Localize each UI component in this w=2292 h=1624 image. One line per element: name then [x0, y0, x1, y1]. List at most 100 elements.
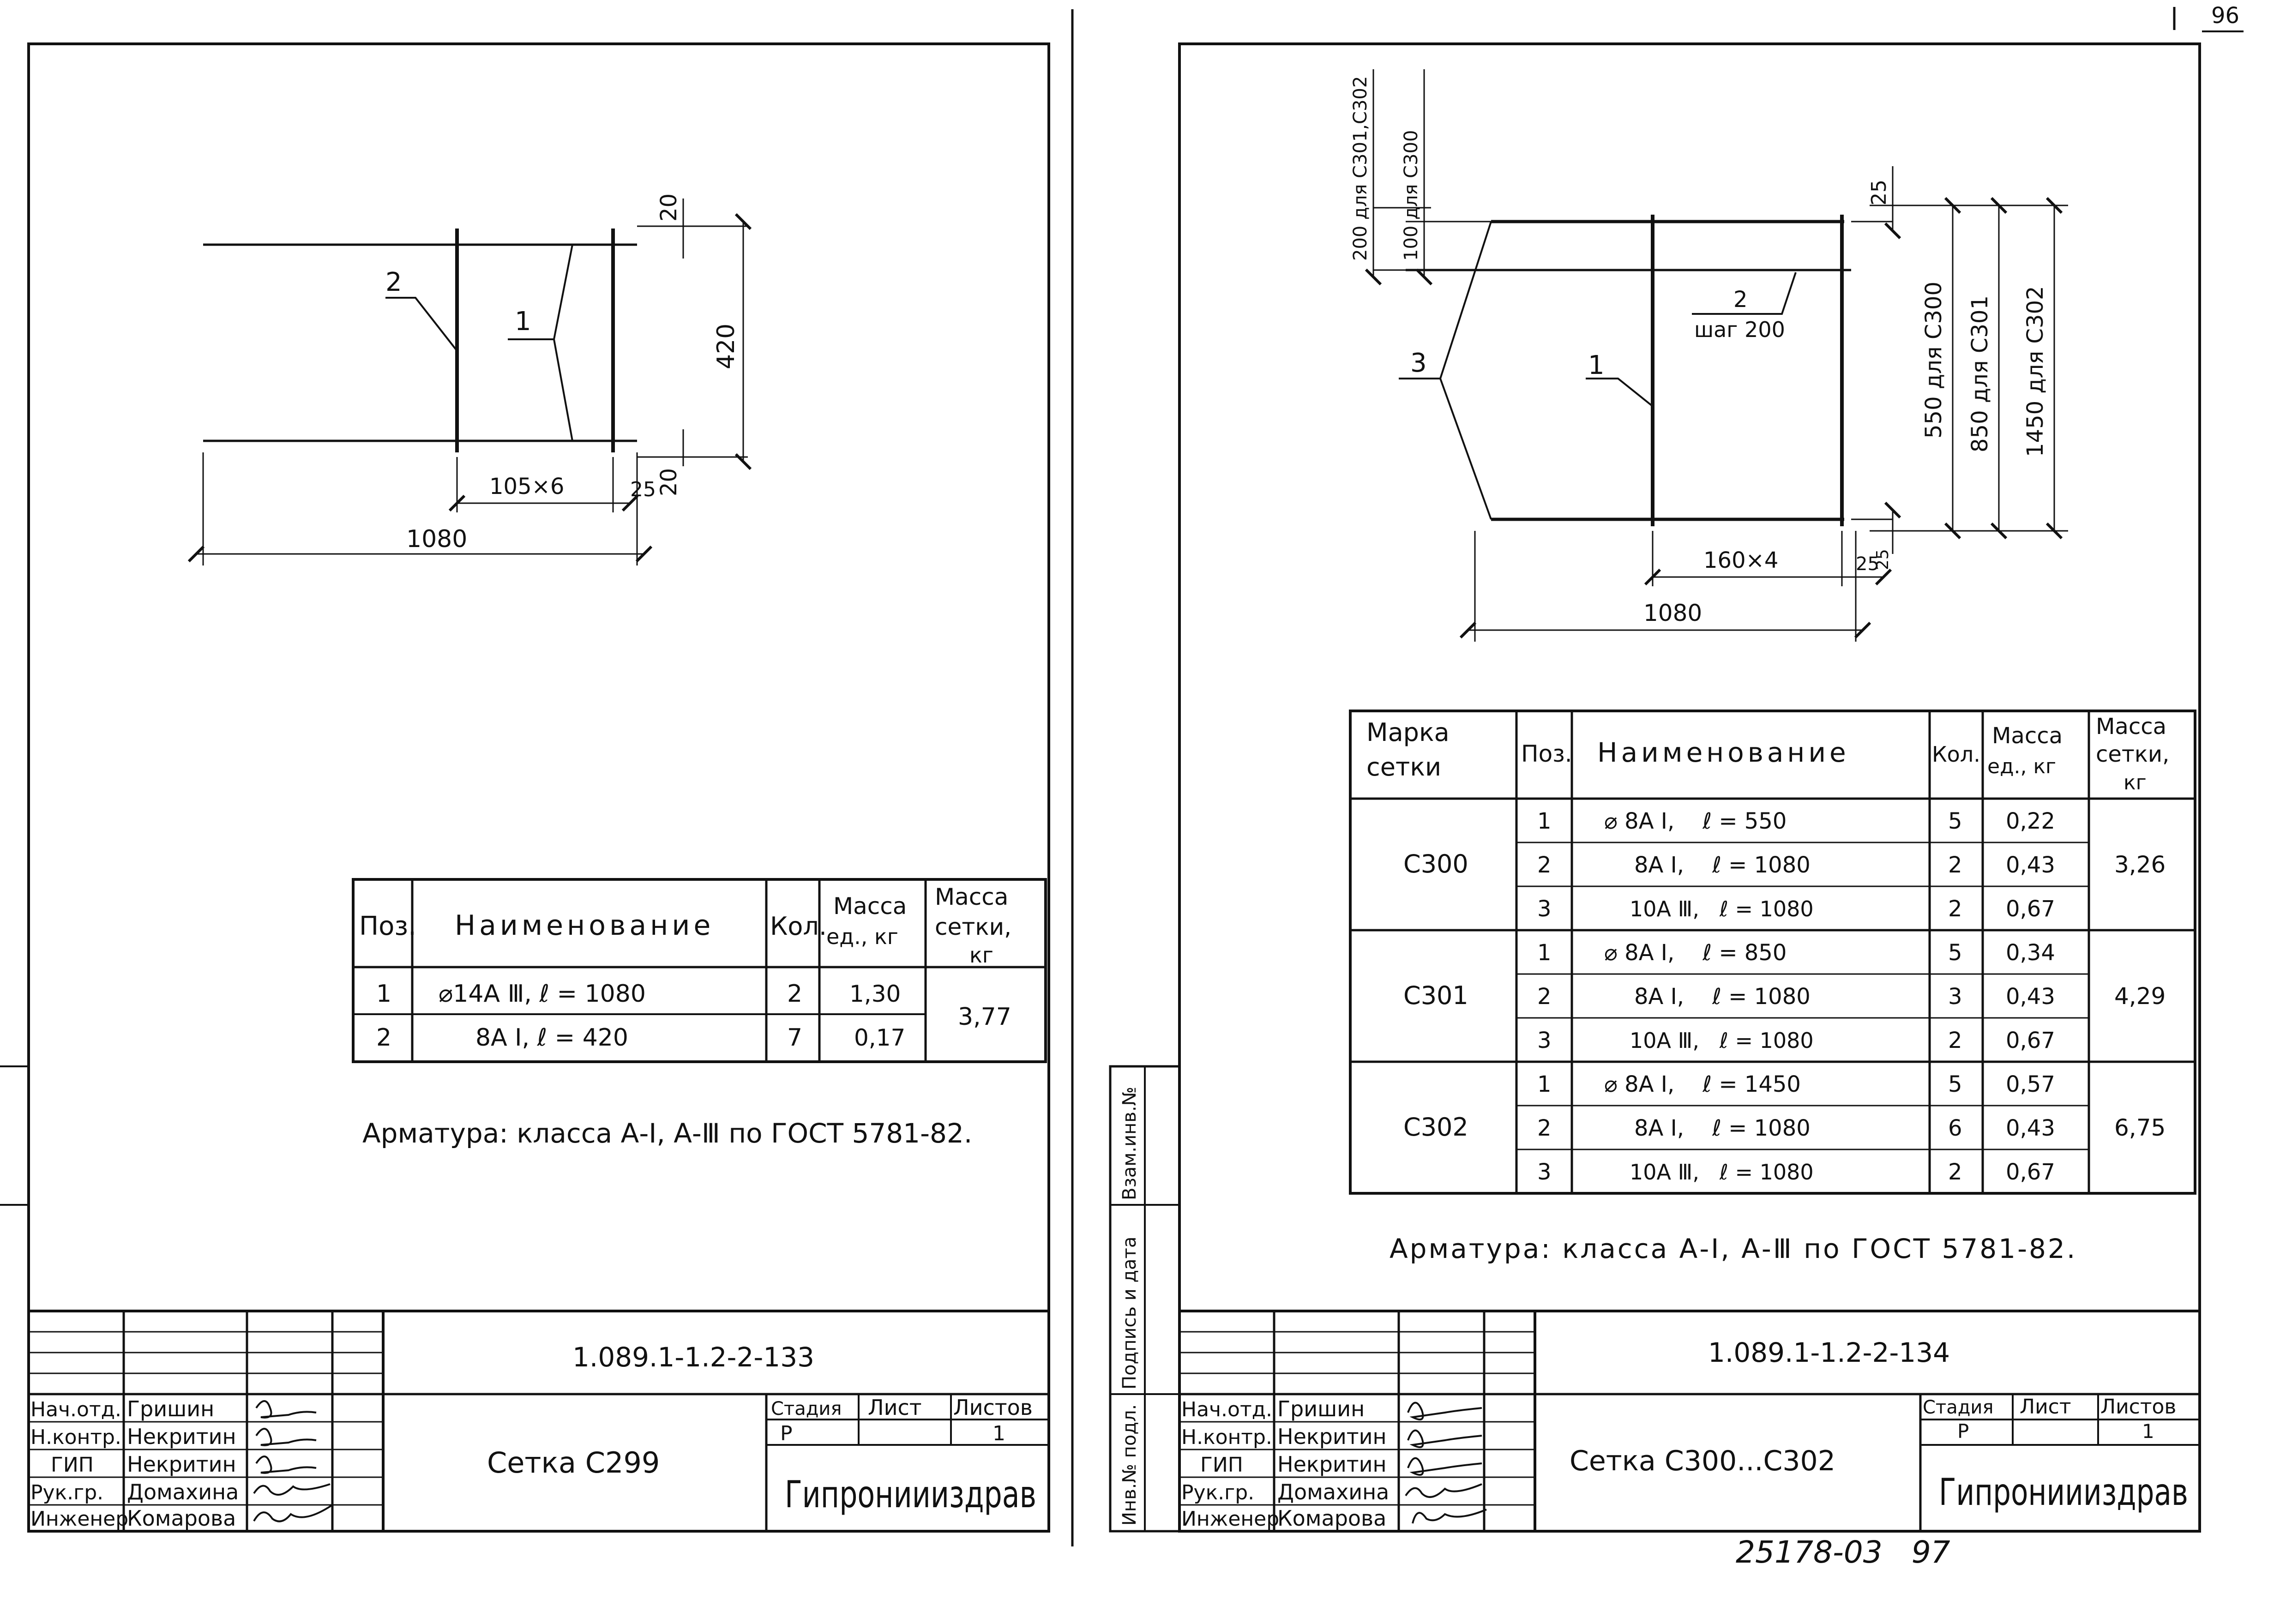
svg-text:3: 3 — [1537, 1159, 1552, 1185]
svg-text:2: 2 — [1948, 852, 1962, 878]
svg-text:6: 6 — [1948, 1115, 1962, 1141]
svg-text:ГИП: ГИП — [51, 1453, 94, 1477]
svg-text:0,43: 0,43 — [2006, 1115, 2055, 1141]
svg-text:2: 2 — [1948, 1028, 1962, 1053]
svg-text:3: 3 — [1537, 1028, 1552, 1053]
svg-text:Некритин: Некритин — [127, 1424, 236, 1449]
mesh-mass-c300: 3,26 — [2114, 851, 2166, 878]
left-sheet-label: Лист — [868, 1395, 922, 1420]
svg-text:0,43: 0,43 — [2006, 852, 2055, 878]
svg-text:1: 1 — [1537, 1071, 1552, 1097]
right-stage-label: Стадия — [1923, 1397, 1993, 1418]
th-mass-unit-2: ед., кг — [826, 924, 898, 949]
svg-text:Инженер: Инженер — [1181, 1507, 1279, 1531]
dim-25b: 25 — [1873, 549, 1892, 570]
svg-text:0,67: 0,67 — [2006, 896, 2055, 922]
svg-text:5: 5 — [1948, 808, 1962, 834]
svg-text:Гришин: Гришин — [1277, 1396, 1365, 1421]
stamp-inv-orig: Инв.№ подл. — [1119, 1404, 1140, 1526]
dim-105x6: 105×6 — [489, 474, 564, 499]
right-sheet-title: Сетка С300...С302 — [1570, 1445, 1835, 1477]
th-name: Наименование — [455, 909, 714, 942]
pos-label-2: 2 — [385, 267, 402, 297]
left-doc-number: 1.089.1-1.2-2-133 — [572, 1341, 814, 1373]
th-name: Наименование — [1597, 737, 1850, 768]
mark-c302: С302 — [1403, 1113, 1468, 1142]
svg-text:2: 2 — [1537, 1115, 1552, 1141]
dim-200: 200 для С301,С302 — [1350, 76, 1371, 261]
svg-text:Некритин: Некритин — [127, 1452, 236, 1477]
page-number-top: 96 — [2173, 3, 2244, 32]
svg-text:10А Ⅲ, ℓ = 1080: 10А Ⅲ, ℓ = 1080 — [1630, 1028, 1814, 1053]
th-mass-unit-2: ед., кг — [1987, 755, 2056, 778]
mesh-mass: 3,77 — [958, 1003, 1011, 1031]
svg-text:Нач.отд.: Нач.отд. — [30, 1398, 121, 1421]
svg-text:2: 2 — [1537, 852, 1552, 878]
row2-name: 8А Ⅰ, ℓ = 420 — [475, 1024, 628, 1052]
th-mass-mesh-2: сетки, — [935, 914, 1011, 940]
right-note: Арматура: класса А-Ⅰ, А-Ⅲ по ГОСТ 5781-8… — [1390, 1233, 2077, 1264]
svg-text:1: 1 — [1537, 808, 1552, 834]
left-stage: Р — [780, 1422, 793, 1445]
svg-text:⌀ 8А Ⅰ, ℓ = 850: ⌀ 8А Ⅰ, ℓ = 850 — [1604, 940, 1787, 966]
th-mass-mesh-3: кг — [2124, 771, 2147, 794]
left-signatures — [253, 1400, 333, 1522]
left-org: Гипрониииздрав — [785, 1473, 1036, 1516]
svg-text:0,43: 0,43 — [2006, 984, 2055, 1010]
dim-20-bottom: 20 — [656, 468, 682, 496]
row2-qty: 7 — [787, 1024, 802, 1052]
svg-text:Нач.отд.: Нач.отд. — [1181, 1398, 1272, 1421]
left-sheets-label: Листов — [953, 1395, 1033, 1420]
svg-text:Рук.гр.: Рук.гр. — [1181, 1481, 1254, 1504]
left-stage-label: Стадия — [771, 1398, 842, 1419]
svg-text:0,67: 0,67 — [2006, 1159, 2055, 1185]
dim-160x4: 160×4 — [1703, 547, 1778, 573]
pos-label-2: 2 — [1733, 287, 1748, 313]
svg-text:10А Ⅲ, ℓ = 1080: 10А Ⅲ, ℓ = 1080 — [1630, 1160, 1814, 1185]
dim-100: 100 для С300 — [1401, 130, 1422, 261]
stamp-sign-date: Подпись и дата — [1119, 1237, 1140, 1389]
svg-text:8А Ⅰ, ℓ = 1080: 8А Ⅰ, ℓ = 1080 — [1634, 852, 1811, 878]
dim-20-top: 20 — [656, 193, 682, 222]
mesh-mass-c302: 6,75 — [2114, 1114, 2166, 1141]
left-sheet: 2 1 20 420 20 105×6 25 1080 — [0, 42, 1050, 1533]
row2-mass: 0,17 — [854, 1024, 905, 1051]
bottom-code: 25178-03 97 — [1736, 1534, 1950, 1570]
dim-550: 550 для С300 — [1921, 282, 1947, 439]
right-stage: Р — [1957, 1420, 1969, 1443]
right-sheets-label: Листов — [2100, 1395, 2176, 1419]
svg-text:2: 2 — [1948, 896, 1962, 922]
th-qty: Кол. — [770, 912, 827, 941]
svg-text:8А Ⅰ, ℓ = 1080: 8А Ⅰ, ℓ = 1080 — [1634, 984, 1811, 1010]
right-title-block: 1.089.1-1.2-2-134 Сетка С300...С302 Стад… — [1179, 1310, 2200, 1531]
label-step: шаг 200 — [1694, 317, 1785, 342]
svg-text:5: 5 — [1948, 1071, 1962, 1097]
th-mass-unit-1: Масса — [1992, 723, 2063, 749]
pos-label-1: 1 — [1588, 350, 1605, 380]
th-mass-unit-1: Масса — [833, 893, 907, 920]
left-sheets: 1 — [993, 1422, 1005, 1445]
th-qty: Кол. — [1932, 742, 1980, 767]
th-pos: Поз. — [359, 911, 416, 941]
svg-text:3: 3 — [1537, 896, 1552, 922]
dim-25-top: 25 — [1867, 180, 1891, 205]
th-mass-mesh-3: кг — [969, 943, 993, 968]
dim-25a: 25 — [1856, 553, 1879, 575]
dim-1450: 1450 для С302 — [2022, 286, 2048, 457]
svg-text:5: 5 — [1948, 940, 1962, 966]
right-org: Гипрониииздрав — [1939, 1471, 2188, 1514]
svg-text:ГИП: ГИП — [1200, 1453, 1243, 1477]
svg-text:Комарова: Комарова — [127, 1506, 236, 1531]
th-mark-1: Марка — [1366, 718, 1450, 747]
dim-420: 420 — [712, 324, 740, 369]
right-spec-table: Марка сетки Поз. Наименование Кол. Масса… — [1349, 710, 2196, 1195]
top-number: 96 — [2211, 3, 2239, 29]
th-pos: Поз. — [1521, 740, 1572, 767]
th-mass-mesh-1: Масса — [2096, 714, 2166, 740]
svg-text:2: 2 — [1948, 1159, 1962, 1185]
svg-text:Рук.гр.: Рук.гр. — [30, 1481, 103, 1504]
svg-text:2: 2 — [1537, 984, 1552, 1010]
svg-text:Гришин: Гришин — [127, 1396, 214, 1421]
row2-pos: 2 — [376, 1024, 391, 1052]
